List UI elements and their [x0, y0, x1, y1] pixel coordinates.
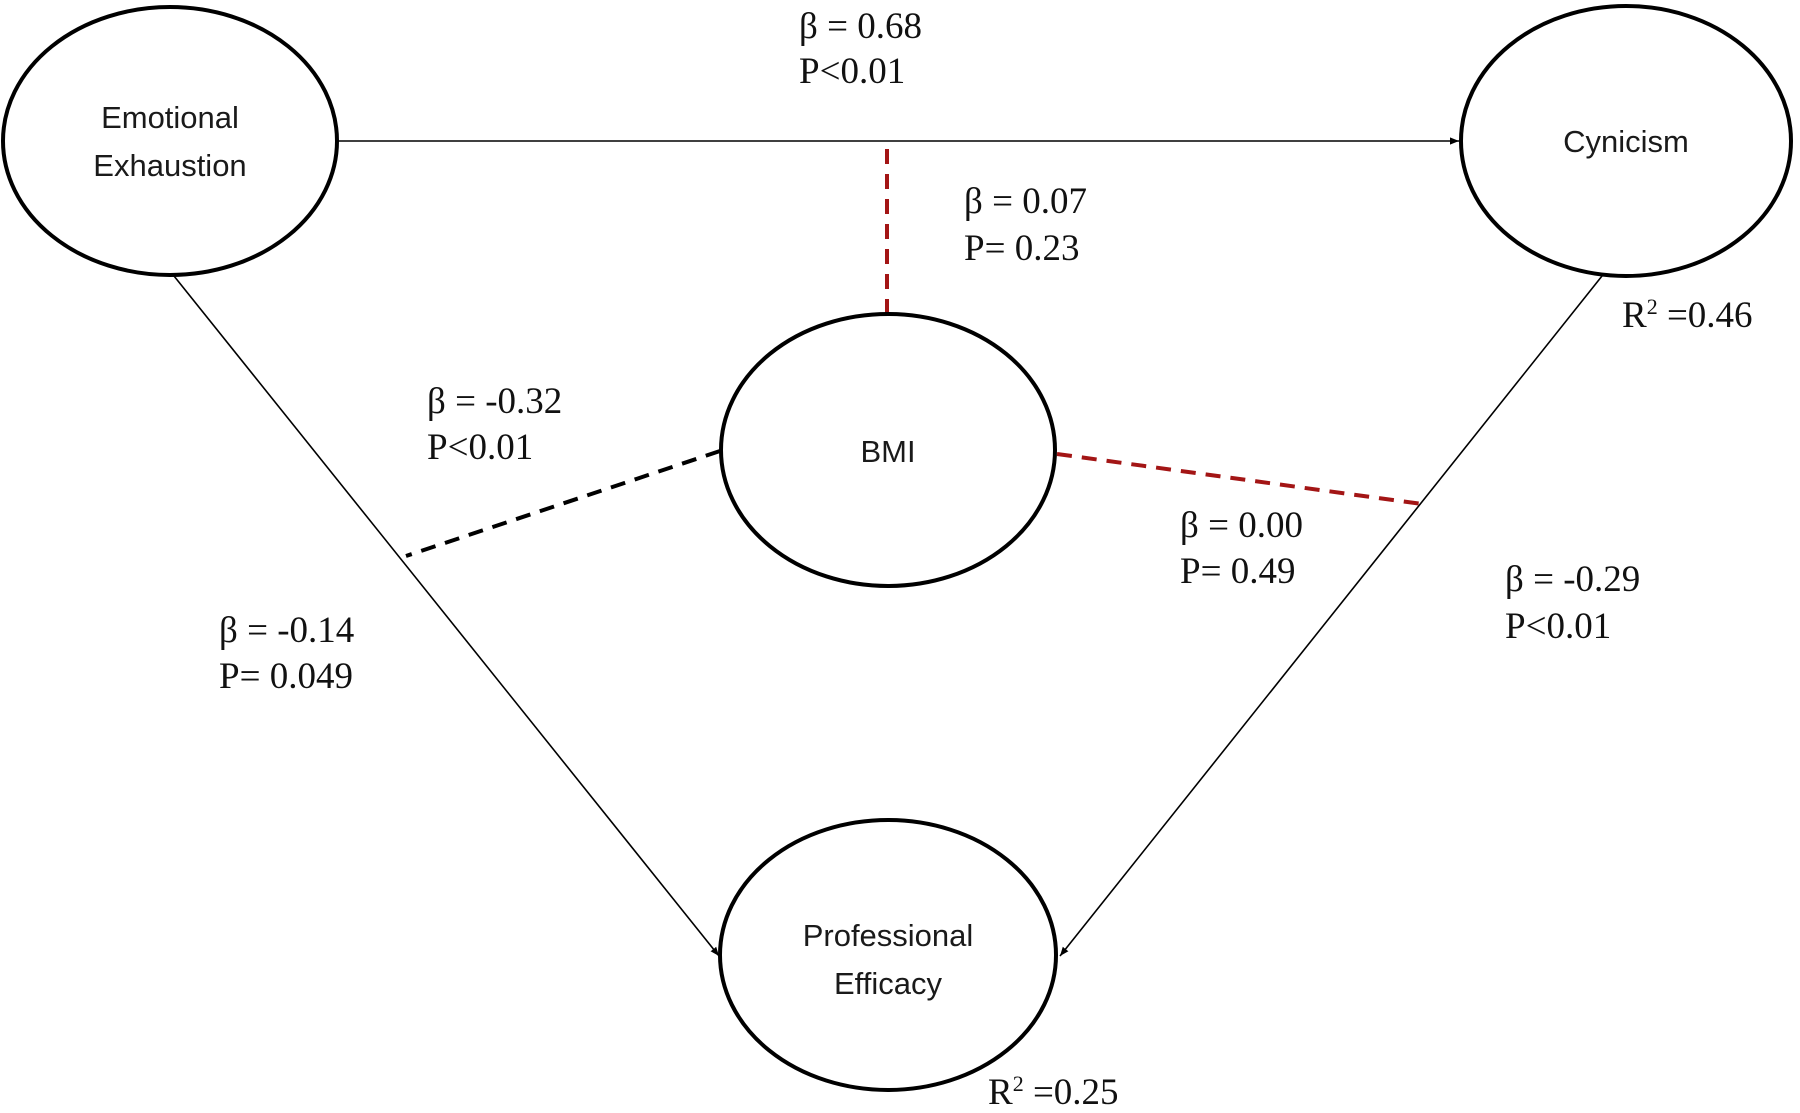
- p-value-label: P<0.01: [427, 427, 533, 468]
- beta-label: β = 0.00: [1180, 505, 1303, 546]
- stat-ee-to-efficacy: β = -0.14 P= 0.049: [219, 610, 354, 697]
- beta-label: β = 0.07: [964, 181, 1087, 222]
- stat-bmi-moderation-cynicism-efficacy: β = 0.00 P= 0.49: [1180, 505, 1303, 592]
- node-emotional-exhaustion-label-line1: Emotional: [101, 100, 239, 135]
- node-emotional-exhaustion-label-line2: Exhaustion: [93, 148, 246, 183]
- node-professional-efficacy-label-line1: Professional: [803, 918, 974, 953]
- p-value-label: P<0.01: [1505, 606, 1611, 647]
- moderation-bmi-ee-efficacy: [405, 449, 721, 558]
- r-squared-prefix: R: [988, 1072, 1013, 1113]
- node-emotional-exhaustion: Emotional Exhaustion: [1, 5, 339, 277]
- stat-bmi-moderation-ee-efficacy: β = -0.32 P<0.01: [427, 381, 562, 468]
- node-professional-efficacy: Professional Efficacy: [718, 818, 1058, 1092]
- p-value-label: P= 0.049: [219, 656, 353, 697]
- node-bmi-label: BMI: [860, 434, 915, 469]
- r-squared-value: =0.25: [1024, 1072, 1119, 1113]
- moderation-bmi-cynicism-efficacy: [1056, 452, 1423, 506]
- r-squared-superscript: 2: [1013, 1071, 1024, 1096]
- r-squared-cynicism: R2 =0.46: [1622, 294, 1753, 336]
- stat-bmi-moderation-ee-cynicism: β = 0.07 P= 0.23: [964, 181, 1087, 269]
- beta-label: β = -0.14: [219, 610, 354, 651]
- p-value-label: P= 0.23: [964, 228, 1079, 269]
- beta-label: β = -0.29: [1505, 559, 1640, 600]
- path-ee-to-professional-efficacy: [173, 275, 720, 957]
- beta-label: β = 0.68: [799, 6, 922, 47]
- p-value-label: P<0.01: [799, 51, 905, 92]
- r-squared-professional-efficacy: R2 =0.25: [988, 1071, 1119, 1113]
- r-squared-prefix: R: [1622, 295, 1647, 336]
- r-squared-value: =0.46: [1658, 295, 1753, 336]
- stat-ee-to-cynicism: β = 0.68 P<0.01: [799, 6, 922, 92]
- p-value-label: P= 0.49: [1180, 551, 1295, 592]
- beta-label: β = -0.32: [427, 381, 562, 422]
- r-squared-superscript: 2: [1647, 294, 1658, 319]
- node-cynicism-label: Cynicism: [1563, 124, 1689, 159]
- path-cynicism-to-professional-efficacy: [1059, 275, 1603, 957]
- node-cynicism: Cynicism: [1459, 4, 1793, 278]
- node-professional-efficacy-label-line2: Efficacy: [834, 966, 942, 1001]
- node-bmi: BMI: [719, 312, 1057, 588]
- stat-cynicism-to-efficacy: β = -0.29 P<0.01: [1505, 559, 1640, 647]
